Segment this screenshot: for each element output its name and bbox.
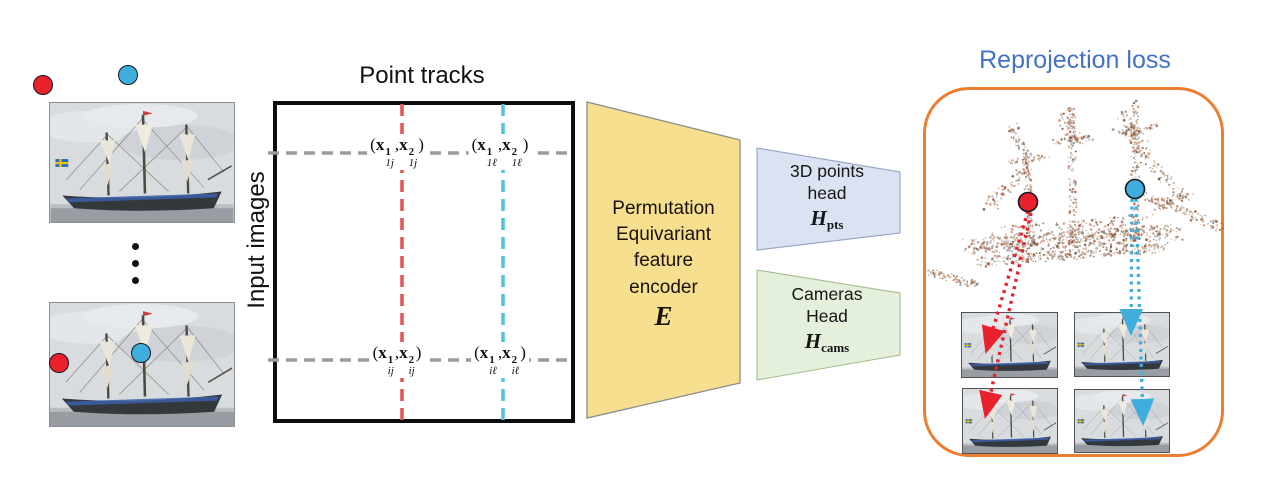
encoder-line: encoder	[629, 276, 698, 298]
reprojection-arrow-red-1	[981, 210, 1030, 354]
paren: (	[372, 343, 379, 362]
superscript: 1	[486, 146, 493, 158]
red-point-marker-image2	[49, 353, 69, 373]
superscript: 1	[387, 354, 394, 366]
subscript: iℓ	[489, 365, 497, 377]
head-line: Cameras	[791, 284, 863, 304]
paren: )	[418, 135, 424, 154]
comma: ,	[394, 135, 400, 154]
encoder-line: Equivariant	[615, 224, 712, 246]
comma: ,	[497, 135, 503, 154]
reprojection-image-3	[962, 388, 1058, 454]
vector-x: x	[375, 135, 385, 154]
subscript: 1ℓ	[511, 157, 522, 169]
blue-point-marker-image2	[131, 343, 151, 363]
superscript: 1	[489, 354, 495, 366]
encoder-line: Permutation	[612, 198, 715, 219]
encoder-symbol: E	[654, 300, 673, 331]
paren: )	[520, 343, 526, 362]
subscript: 1j	[385, 157, 394, 169]
head-line: 3D points	[790, 161, 864, 181]
ship-photo-art	[50, 303, 234, 426]
vertical-ellipsis-icon	[132, 243, 139, 284]
subscript: ij	[387, 365, 394, 377]
head-symbol-subscript: cams	[821, 339, 850, 355]
vector-x: x	[479, 343, 489, 362]
points-head-label: 3D points head Hpts	[757, 160, 897, 233]
comma: ,	[394, 343, 400, 362]
vector-x: x	[502, 135, 511, 154]
red-point-marker-image1	[33, 75, 53, 95]
input-image-1	[49, 102, 235, 223]
head-symbol: H	[810, 205, 827, 230]
subscript: 1ℓ	[486, 157, 497, 169]
paren: (	[370, 135, 376, 154]
points-head-trapezoid	[756, 147, 901, 251]
reprojection-arrow-blue-2	[1130, 198, 1155, 427]
reprojection-image-1	[961, 312, 1058, 378]
superscript: 2	[511, 354, 518, 366]
head-line: Head	[806, 306, 848, 327]
cameras-head-label: Cameras Head Hcams	[757, 283, 897, 356]
blue-3d-point-marker	[1124, 178, 1146, 200]
input-image-2	[49, 302, 235, 427]
vector-x: x	[399, 135, 408, 154]
subscript: ij	[408, 365, 415, 377]
superscript: 1	[385, 146, 391, 158]
paren: (	[471, 135, 478, 154]
superscript: 2	[408, 146, 415, 158]
reprojection-loss-box	[923, 87, 1224, 457]
vector-x: x	[502, 343, 511, 362]
subscript: iℓ	[511, 365, 520, 377]
head-symbol: H	[804, 328, 822, 353]
reprojection-arrows	[979, 178, 1155, 427]
encoder-line: feature	[633, 250, 694, 272]
vector-x: x	[477, 135, 486, 154]
head-symbol-subscript: pts	[826, 216, 844, 232]
paren: )	[415, 343, 422, 362]
superscript: 2	[511, 146, 518, 158]
vector-x: x	[378, 343, 387, 362]
head-line: head	[807, 183, 847, 204]
point-tracks-title: Point tracks	[359, 62, 485, 89]
encoder-label: Permutation Equivariant feature encoder …	[587, 196, 740, 332]
comma: ,	[497, 343, 503, 362]
blue-point-marker-image1	[118, 65, 138, 85]
reprojection-arrow-blue-1	[1119, 198, 1144, 337]
reprojection-arrow-red-2	[979, 212, 1033, 419]
ship-photo-art	[50, 103, 234, 222]
red-3d-point-marker	[1017, 191, 1039, 213]
subscript: 1j	[408, 157, 418, 169]
vector-x: x	[399, 343, 408, 362]
paren: )	[522, 135, 529, 154]
superscript: 2	[408, 354, 415, 366]
paren: (	[474, 343, 480, 362]
encoder-trapezoid	[586, 101, 741, 419]
point-tracks-box	[273, 101, 575, 423]
reprojection-loss-title: Reprojection loss	[979, 46, 1171, 74]
cameras-head-trapezoid	[756, 269, 901, 381]
